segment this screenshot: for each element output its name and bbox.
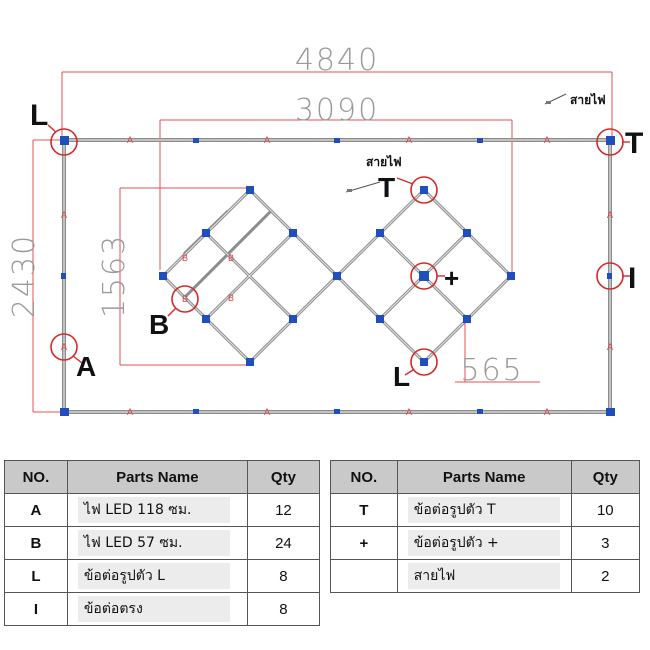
row-name: ข้อต่อรูปตัว L [66,559,248,593]
row-no [330,559,398,593]
dimension-overall-width: 4840 [295,43,379,78]
row-qty: 2 [570,559,641,593]
connectors [60,136,615,416]
row-name-text: ข้อต่อรูปตัว L [77,563,230,589]
row-qty: 3 [570,526,641,560]
row-name-text: ไฟ LED 57 ซม. [77,530,230,556]
row-qty: 8 [246,559,321,593]
callout-label-l-bottom: L [393,361,410,392]
row-name-text: ไฟ LED 118 ซม. [77,497,230,523]
table-row: B ไฟ LED 57 ซม. 24 [4,526,321,560]
svg-text:A: A [61,210,67,220]
callout-a-inner: A [61,342,67,352]
svg-text:A: A [264,407,270,417]
table-header: NO. Parts Name Qty [4,460,321,494]
row-qty: 24 [246,526,321,560]
svg-text:A: A [127,135,133,145]
dimension-lines [32,71,613,413]
row-qty: 10 [570,493,641,527]
table-row: + ข้อต่อรูปตัว + 3 [330,526,641,560]
svg-text:A: A [544,407,550,417]
cable-top-right: สายไฟ [544,92,606,107]
table-header: NO. Parts Name Qty [330,460,641,494]
table-row: A ไฟ LED 118 ซม. 12 [4,493,321,527]
callout-circles [50,128,624,376]
row-name: ไฟ LED 57 ซม. [66,526,248,560]
row-no: + [330,526,398,560]
svg-text:สายไฟ: สายไฟ [366,154,402,169]
svg-text:B: B [228,293,234,303]
dimension-small-offset: 565 [460,353,523,388]
assembly-diagram: 4840 3090 2430 1563 565 [7,43,643,417]
callout-label-l-top: L [30,99,48,132]
table-row: T ข้อต่อรูปตัว T 10 [330,493,641,527]
parts-table-left: NO. Parts Name Qty A ไฟ LED 118 ซม. 12 B… [4,460,321,626]
row-name: ข้อต่อตรง [66,592,248,626]
callout-label-t-right: T [625,127,643,160]
row-qty: 8 [246,592,321,626]
header-parts-name: Parts Name [66,460,248,494]
row-name: ข้อต่อรูปตัว + [396,526,572,560]
header-no: NO. [330,460,398,494]
table-row: I ข้อต่อตรง 8 [4,592,321,626]
row-no: I [4,592,68,626]
row-name: ไฟ LED 118 ซม. [66,493,248,527]
callout-leaders [47,124,630,376]
svg-text:A: A [127,407,133,417]
dimension-diamond-height: 1563 [97,234,132,318]
svg-text:A: A [607,342,613,352]
callout-b-inner: B [182,294,188,304]
cable-center: สายไฟ [345,154,402,193]
row-no: A [4,493,68,527]
svg-text:A: A [406,135,412,145]
svg-text:A: A [544,135,550,145]
header-parts-name: Parts Name [396,460,572,494]
header-no: NO. [4,460,68,494]
dimension-inner-width: 3090 [295,93,379,128]
callout-label-b: B [149,309,169,340]
row-no: L [4,559,68,593]
row-name-text: ข้อต่อรูปตัว + [407,530,560,556]
row-no: B [4,526,68,560]
parts-table-right: NO. Parts Name Qty T ข้อต่อรูปตัว T 10 +… [330,460,641,593]
svg-text:สายไฟ: สายไฟ [570,92,606,107]
header-qty: Qty [246,460,321,494]
row-name: ข้อต่อรูปตัว T [396,493,572,527]
row-no: T [330,493,398,527]
table-row: L ข้อต่อรูปตัว L 8 [4,559,321,593]
svg-text:A: A [607,210,613,220]
row-name-text: ข้อต่อตรง [77,596,230,622]
row-name-text: ข้อต่อรูปตัว T [407,497,560,523]
svg-text:B: B [228,253,234,263]
svg-text:A: A [406,407,412,417]
callout-label-a: A [76,351,96,382]
callout-label-i: I [628,262,636,295]
dimension-overall-height: 2430 [7,234,42,318]
segment-labels-a: A A A A A A A A A A A B B B [61,135,613,417]
svg-text:A: A [264,135,270,145]
row-name-text: สายไฟ [407,563,560,589]
header-qty: Qty [570,460,641,494]
callout-label-t-center: T [378,172,395,203]
row-name: สายไฟ [396,559,572,593]
callout-label-plus: + [444,263,459,293]
table-row: สายไฟ 2 [330,559,641,593]
svg-text:B: B [182,253,188,263]
row-qty: 12 [246,493,321,527]
